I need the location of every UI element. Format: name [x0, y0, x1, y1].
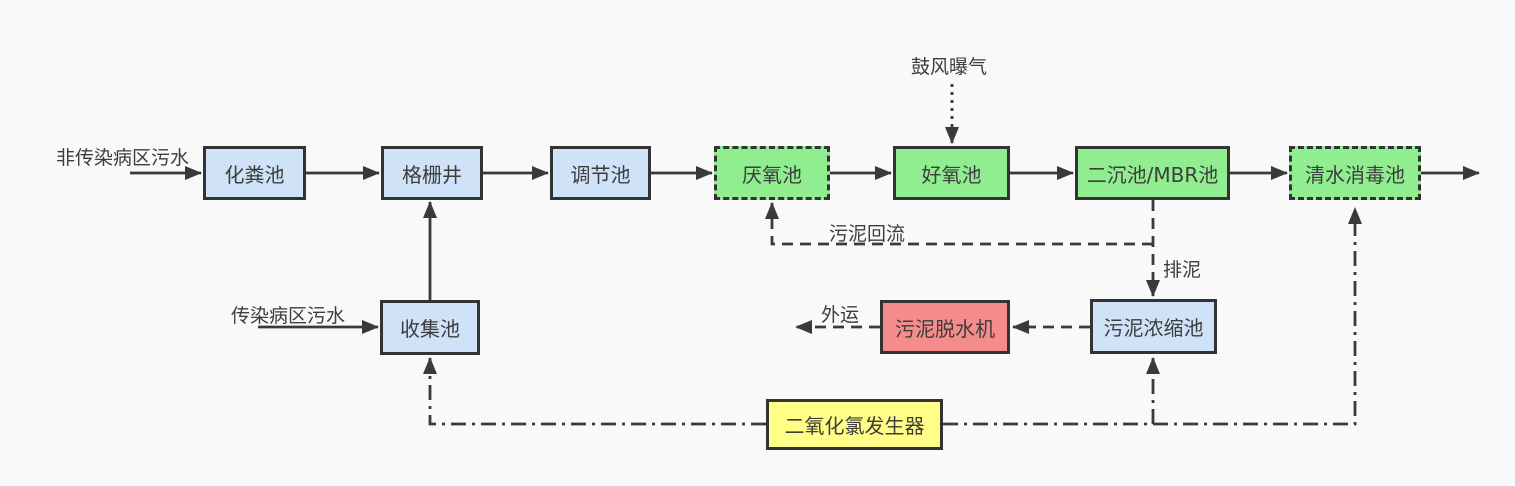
label-outbound: 外运 [821, 304, 860, 326]
node-clean-water-disinfection-tank: 清水消毒池 [1289, 146, 1421, 200]
node-aerobic-tank-label: 好氧池 [921, 162, 982, 187]
label-infectious-inflow: 传染病区污水 [231, 305, 346, 327]
node-collection-tank-label: 收集池 [400, 317, 460, 341]
node-anaerobic-tank-label: 厌氧池 [742, 162, 802, 187]
node-chlorine-dioxide-generator: 二氧化氯发生器 [766, 399, 943, 450]
label-sludge-discharge: 排泥 [1163, 259, 1202, 281]
node-clean-water-disinfection-tank-label: 清水消毒池 [1305, 162, 1405, 187]
node-regulating-tank: 调节池 [550, 146, 651, 200]
edge-chlorine-to-collection [423, 357, 766, 426]
edge-sludge-return-to-anaerobic [765, 202, 1153, 246]
node-secondary-clarifier-mbr-label: 二沉池/MBR池 [1086, 162, 1219, 187]
node-sludge-thickening-tank-label: 污泥浓缩池 [1103, 316, 1204, 340]
node-secondary-clarifier-mbr: 二沉池/MBR池 [1075, 146, 1230, 200]
node-septic-tank-label: 化粪池 [224, 162, 285, 187]
label-blast-aeration: 鼓风曝气 [911, 56, 988, 78]
label-non-infectious-inflow: 非传染病区污水 [56, 147, 190, 169]
node-aerobic-tank: 好氧池 [893, 146, 1010, 200]
node-anaerobic-tank: 厌氧池 [714, 146, 830, 200]
node-collection-tank: 收集池 [380, 300, 480, 355]
node-chlorine-dioxide-generator-label: 二氧化氯发生器 [784, 414, 925, 438]
node-regulating-tank-label: 调节池 [570, 162, 631, 187]
node-grid-well: 格栅井 [381, 146, 483, 200]
node-grid-well-label: 格栅井 [402, 162, 462, 187]
node-sludge-thickening-tank: 污泥浓缩池 [1090, 299, 1217, 354]
node-sludge-dewatering-machine: 污泥脱水机 [880, 300, 1010, 354]
node-septic-tank: 化粪池 [203, 146, 306, 200]
node-sludge-dewatering-machine-label: 污泥脱水机 [895, 316, 995, 341]
edge-chlorine-to-disinfection [943, 207, 1362, 426]
label-sludge-return: 污泥回流 [829, 223, 906, 245]
